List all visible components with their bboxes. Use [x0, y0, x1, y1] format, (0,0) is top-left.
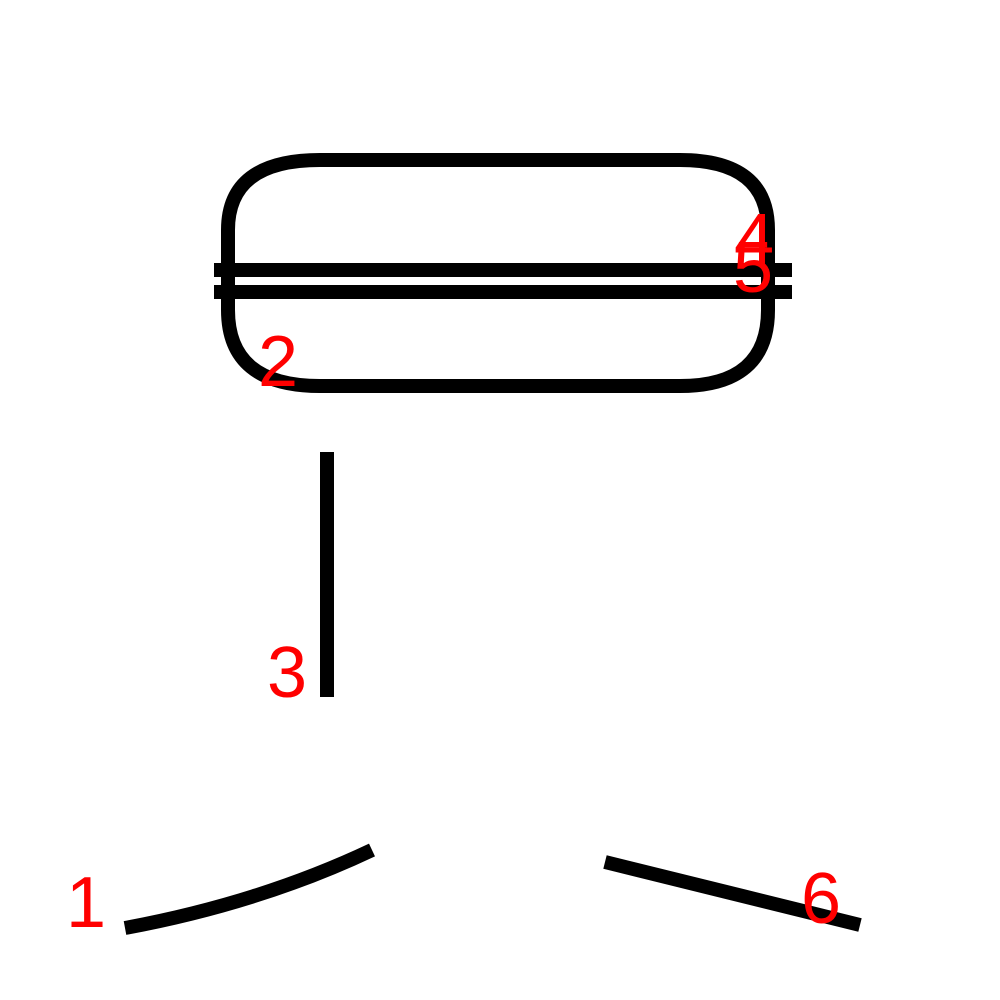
label-4: 4: [734, 200, 774, 280]
stroke-1: [123, 843, 375, 935]
stroke-6: [603, 855, 862, 932]
label-3: 3: [267, 633, 307, 713]
stroke-2: [221, 153, 775, 393]
label-6: 6: [801, 859, 841, 939]
label-5: 5: [733, 228, 773, 308]
label-1: 1: [66, 863, 106, 943]
label-2: 2: [258, 322, 298, 402]
